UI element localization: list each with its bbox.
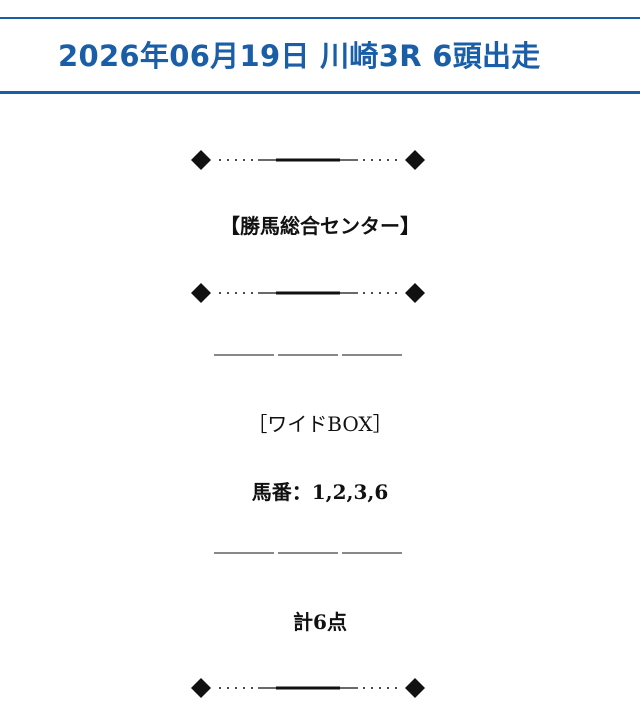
line-separator-bottom [214, 551, 402, 555]
ornament-divider-middle [190, 282, 426, 304]
bet-type: ［ワイドBOX］ [247, 412, 393, 436]
diamond-ornament-icon [191, 678, 425, 698]
diamond-ornament-icon [191, 150, 425, 170]
line-separator-top [214, 353, 402, 357]
brand-name: 【勝馬総合センター】 [220, 214, 420, 238]
ornament-divider-bottom [190, 677, 426, 699]
page-title: 2026年06月19日 川崎3R 6頭出走 [58, 39, 541, 73]
diamond-ornament-icon [191, 283, 425, 303]
ornament-divider-top [190, 149, 426, 171]
total-points: 計6点 [293, 610, 347, 634]
page-header: 2026年06月19日 川崎3R 6頭出走 [0, 17, 640, 94]
horse-numbers: 馬番：1,2,3,6 [251, 480, 389, 504]
